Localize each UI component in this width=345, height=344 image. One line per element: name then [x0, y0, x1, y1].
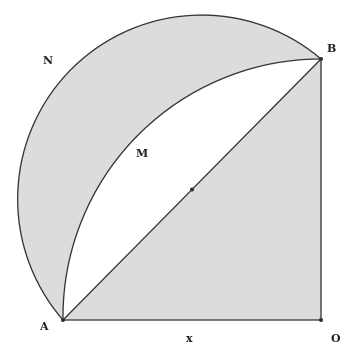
point-a-marker [61, 318, 65, 322]
label-n: N [43, 54, 53, 67]
point-o-marker [319, 318, 323, 322]
label-o: O [331, 332, 341, 344]
label-b: B [327, 42, 336, 55]
arc-amb [62, 58, 322, 321]
label-a: A [39, 320, 49, 333]
arc-anb [17, 14, 322, 321]
midpoint-ab-marker [190, 187, 194, 192]
point-b-marker [319, 57, 323, 61]
label-x: x [186, 332, 193, 344]
label-m: M [136, 147, 148, 160]
